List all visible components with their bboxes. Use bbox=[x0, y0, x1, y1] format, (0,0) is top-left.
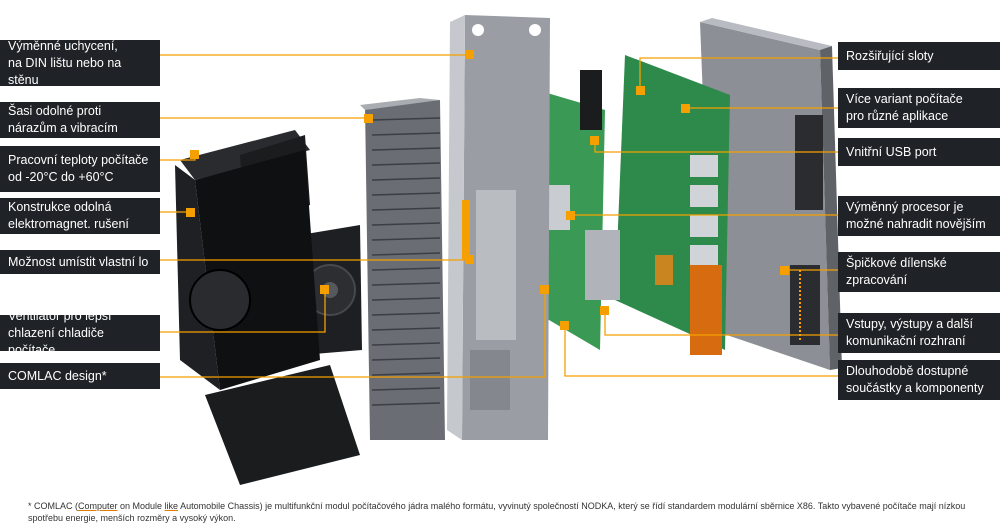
label-variants: Více variant počítače pro různé aplikace bbox=[838, 88, 1000, 128]
label-operating-temp-text: Pracovní teploty počítače od -20°C do +6… bbox=[8, 153, 149, 184]
label-comlac-design: COMLAC design* bbox=[0, 363, 160, 389]
label-mount-options-text: Výměnné uchycení, na DIN lištu nebo na s… bbox=[8, 38, 122, 87]
label-fan-cooling: Ventilátor pro lepší chlazení chladiče p… bbox=[0, 309, 160, 357]
footnote: * COMLAC (Computer on Module like Automo… bbox=[28, 500, 978, 524]
chassis-icon bbox=[175, 130, 360, 485]
exploded-computer-illustration bbox=[175, 15, 842, 485]
label-chassis-durable: Šasi odolné proti nárazům a vibracím bbox=[0, 102, 160, 138]
label-internal-usb-text: Vnitřní USB port bbox=[846, 144, 937, 159]
label-emi-resistant-text: Konstrukce odolná elektromagnet. rušení bbox=[8, 200, 129, 231]
footnote-lead: * COMLAC ( bbox=[28, 501, 79, 511]
footnote-rest: Automobile Chassis) je multifunkční modu… bbox=[28, 501, 966, 523]
label-chassis-durable-text: Šasi odolné proti nárazům a vibracím bbox=[8, 104, 118, 135]
label-io-interfaces: Vstupy, výstupy a další komunikační rozh… bbox=[838, 313, 1000, 353]
label-expansion-slots: Rozšiřující sloty bbox=[838, 42, 1000, 70]
label-mount-options: Výměnné uchycení, na DIN lištu nebo na s… bbox=[0, 38, 160, 87]
label-custom-logo: Možnost umístit vlastní lo bbox=[0, 250, 160, 274]
footnote-mid: on Module bbox=[117, 501, 165, 511]
label-internal-usb: Vnitřní USB port bbox=[838, 138, 1000, 166]
label-io-interfaces-text: Vstupy, výstupy a další komunikační rozh… bbox=[846, 317, 973, 348]
label-replaceable-cpu: Výměnný procesor je možné nahradit nověj… bbox=[838, 196, 1000, 236]
label-expansion-slots-text: Rozšiřující sloty bbox=[846, 48, 934, 63]
label-long-availability: Dlouhodobě dostupné součástky a komponen… bbox=[838, 360, 1000, 400]
label-comlac-design-text: COMLAC design* bbox=[8, 368, 107, 383]
heatsink-icon bbox=[360, 98, 445, 440]
label-operating-temp: Pracovní teploty počítače od -20°C do +6… bbox=[0, 146, 160, 192]
mounting-plate bbox=[447, 15, 550, 440]
label-long-availability-text: Dlouhodobě dostupné součástky a komponen… bbox=[846, 364, 984, 395]
footnote-word-like: like bbox=[164, 501, 179, 511]
label-variants-text: Více variant počítače pro různé aplikace bbox=[846, 92, 963, 123]
label-emi-resistant: Konstrukce odolná elektromagnet. rušení bbox=[0, 198, 160, 234]
label-replaceable-cpu-text: Výměnný procesor je možné nahradit nověj… bbox=[846, 200, 986, 231]
label-custom-logo-text: Možnost umístit vlastní lo bbox=[8, 254, 149, 269]
footnote-word-computer: Computer bbox=[78, 501, 118, 511]
side-panel-right bbox=[700, 18, 842, 370]
label-workmanship-text: Špičkové dílenské zpracování bbox=[846, 256, 947, 287]
leader-lines bbox=[160, 50, 838, 378]
label-fan-cooling-text: Ventilátor pro lepší chlazení chladiče p… bbox=[8, 308, 112, 357]
label-workmanship: Špičkové dílenské zpracování bbox=[838, 252, 1000, 292]
